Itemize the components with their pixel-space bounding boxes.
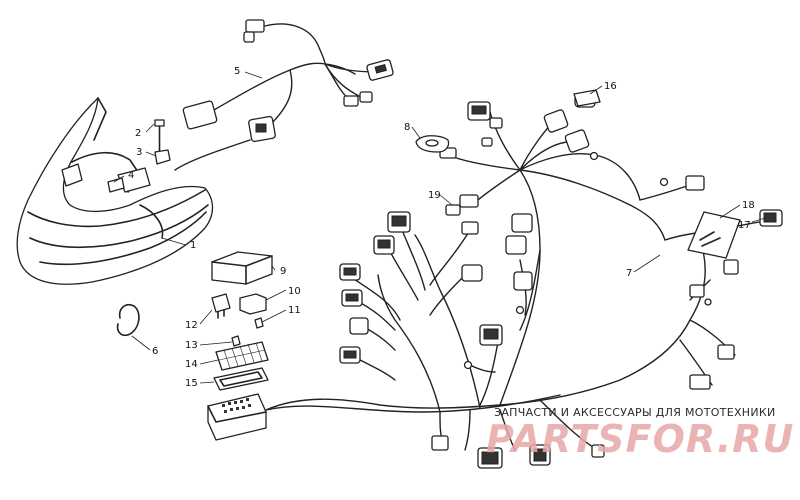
callout-3: 3 bbox=[136, 147, 142, 158]
callout-5: 5 bbox=[234, 66, 240, 77]
callout-10: 10 bbox=[288, 286, 301, 297]
callout-13: 13 bbox=[185, 340, 198, 351]
callout-16: 16 bbox=[604, 81, 617, 92]
callout-6: 6 bbox=[152, 346, 158, 357]
fuse bbox=[254, 317, 264, 329]
callout-4: 4 bbox=[128, 170, 134, 181]
seal-frame bbox=[213, 367, 269, 391]
bracket bbox=[107, 177, 125, 193]
callout-12: 12 bbox=[185, 320, 198, 331]
headlight-sub-harness bbox=[174, 19, 394, 171]
callout-8: 8 bbox=[404, 122, 410, 133]
callout-9: 9 bbox=[280, 266, 286, 277]
grommet bbox=[415, 135, 450, 153]
callout-numbers: 1 2 3 4 5 6 7 8 9 10 11 12 13 14 15 16 1… bbox=[128, 66, 755, 389]
callout-2: 2 bbox=[135, 128, 141, 139]
callout-15: 15 bbox=[185, 378, 198, 389]
fuse-box-base bbox=[207, 393, 267, 441]
watermark-logo: PARTSFOR.RU bbox=[486, 417, 794, 461]
clip bbox=[154, 149, 171, 165]
screw bbox=[154, 119, 165, 153]
cable-tie bbox=[116, 303, 140, 337]
watermark-tagline: ЗАПЧАСТИ И АКСЕССУАРЫ ДЛЯ МОТОТЕХНИКИ bbox=[494, 406, 776, 419]
fuse-block bbox=[215, 341, 269, 371]
callout-19: 19 bbox=[428, 190, 441, 201]
callout-17: 17 bbox=[738, 220, 751, 231]
decal-sheet bbox=[687, 211, 741, 259]
callout-11: 11 bbox=[288, 305, 301, 316]
relay-small bbox=[211, 293, 231, 319]
fuse-box-cover bbox=[211, 251, 273, 285]
callout-7: 7 bbox=[626, 268, 632, 279]
callout-14: 14 bbox=[185, 359, 198, 370]
relay bbox=[239, 293, 267, 315]
mini-fuse bbox=[231, 335, 241, 347]
callout-18: 18 bbox=[742, 200, 755, 211]
leader-lines bbox=[113, 71, 766, 384]
watermark: ЗАПЧАСТИ И АКСЕССУАРЫ ДЛЯ МОТОТЕХНИКИ PA… bbox=[486, 406, 794, 461]
harness-connectors bbox=[339, 94, 783, 469]
connector-pair bbox=[573, 89, 601, 107]
headlight-fairing bbox=[16, 97, 214, 285]
callout-1: 1 bbox=[190, 240, 196, 251]
